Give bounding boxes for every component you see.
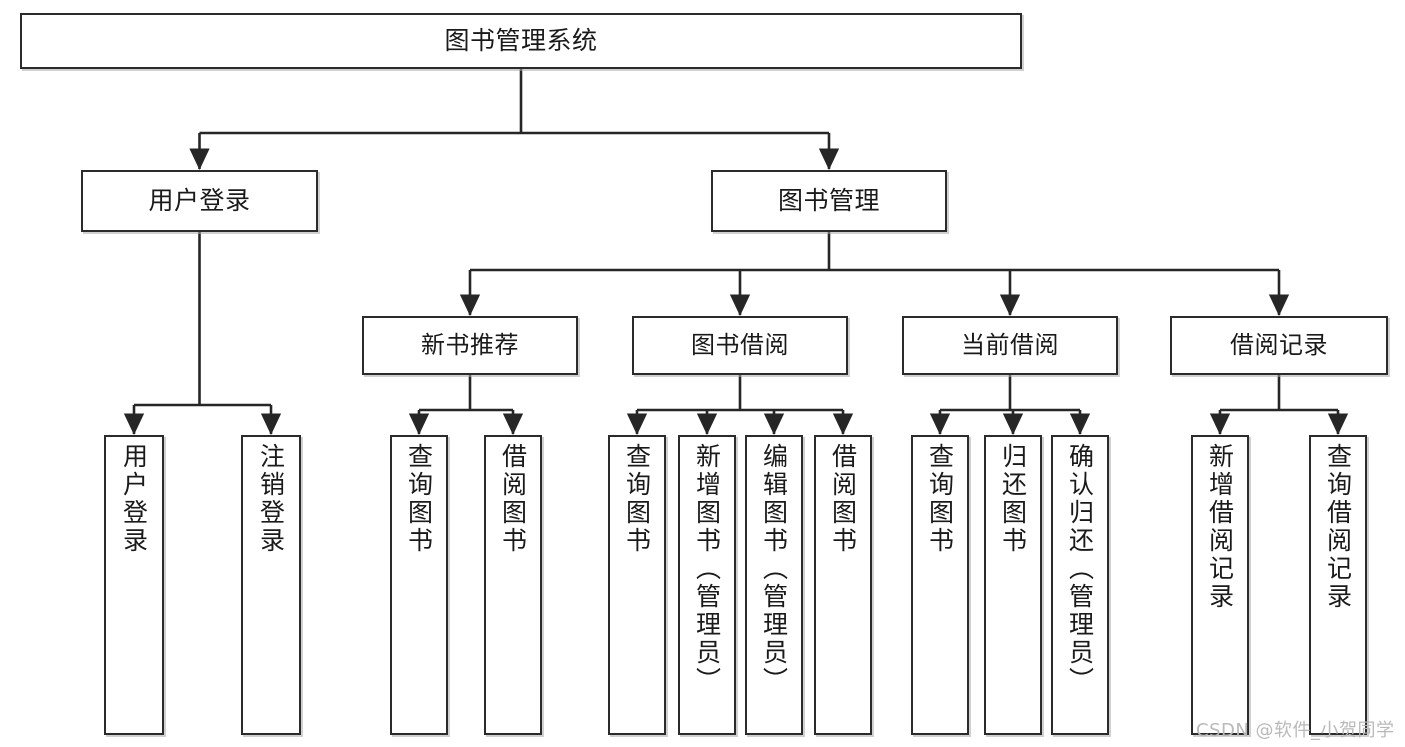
node-book-manage-label: 图书管理 (777, 185, 880, 215)
node-current-borrow[interactable]: 当前借阅 (902, 316, 1118, 375)
csdn-watermark: CSDN @软件_小贺同学 (1196, 720, 1395, 741)
node-leaf-return-book-label: 归还图书 (998, 443, 1028, 555)
node-user-login-label: 用户登录 (148, 185, 251, 215)
node-book-borrow[interactable]: 图书借阅 (632, 316, 848, 375)
node-book-borrow-label: 图书借阅 (691, 330, 789, 359)
node-leaf-query-book-cur-label: 查询图书 (925, 443, 955, 555)
node-leaf-logout-label: 注销登录 (256, 443, 286, 555)
node-leaf-query-record[interactable]: 查询借阅记录 (1309, 435, 1367, 735)
node-leaf-add-book[interactable]: 新增图书（管理员） (678, 435, 736, 735)
node-leaf-borrow-book-rec-label: 借阅图书 (498, 443, 528, 555)
node-borrow-record-label: 借阅记录 (1230, 330, 1328, 359)
node-leaf-edit-book-label: 编辑图书（管理员） (759, 443, 789, 695)
node-leaf-user-login[interactable]: 用户登录 (104, 435, 164, 735)
node-leaf-edit-book[interactable]: 编辑图书（管理员） (745, 435, 803, 735)
node-leaf-confirm-return[interactable]: 确认归还（管理员） (1051, 435, 1109, 735)
node-user-login[interactable]: 用户登录 (81, 170, 318, 232)
node-leaf-query-book-rec-label: 查询图书 (404, 443, 434, 555)
node-leaf-query-book-rec[interactable]: 查询图书 (390, 435, 448, 735)
node-leaf-query-record-label: 查询借阅记录 (1323, 443, 1353, 611)
node-leaf-return-book[interactable]: 归还图书 (984, 435, 1042, 735)
node-leaf-add-book-label: 新增图书（管理员） (692, 443, 722, 695)
node-root[interactable]: 图书管理系统 (20, 13, 1022, 69)
node-leaf-borrow-book-rec[interactable]: 借阅图书 (484, 435, 542, 735)
node-leaf-logout[interactable]: 注销登录 (241, 435, 301, 735)
node-borrow-record[interactable]: 借阅记录 (1170, 316, 1388, 375)
node-leaf-user-login-label: 用户登录 (119, 443, 149, 555)
node-root-label: 图书管理系统 (444, 25, 598, 55)
node-leaf-borrow-book[interactable]: 借阅图书 (814, 435, 872, 735)
node-leaf-add-record-label: 新增借阅记录 (1205, 443, 1235, 611)
node-leaf-add-record[interactable]: 新增借阅记录 (1191, 435, 1249, 735)
node-leaf-query-book-cur[interactable]: 查询图书 (911, 435, 969, 735)
node-leaf-query-book-borrow[interactable]: 查询图书 (608, 435, 666, 735)
node-leaf-confirm-return-label: 确认归还（管理员） (1065, 443, 1095, 695)
node-leaf-borrow-book-label: 借阅图书 (828, 443, 858, 555)
node-book-manage[interactable]: 图书管理 (711, 170, 947, 232)
node-new-book-rec[interactable]: 新书推荐 (362, 316, 578, 375)
node-new-book-rec-label: 新书推荐 (421, 330, 519, 359)
node-leaf-query-book-borrow-label: 查询图书 (622, 443, 652, 555)
node-current-borrow-label: 当前借阅 (961, 330, 1059, 359)
